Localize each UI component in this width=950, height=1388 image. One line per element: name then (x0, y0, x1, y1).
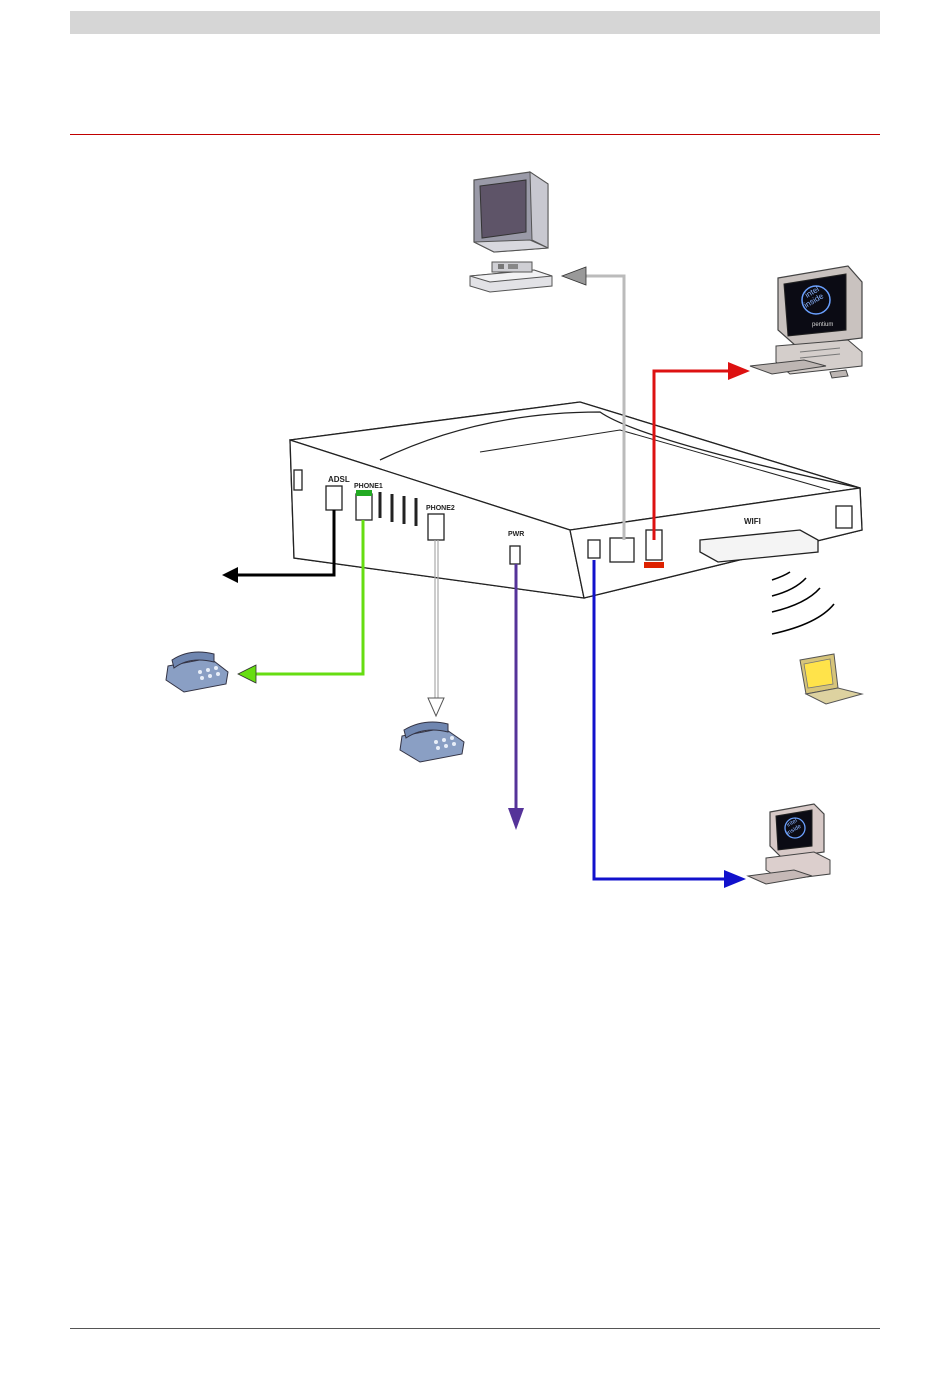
set-top-box-icon (470, 262, 552, 292)
connection-ethernet-pc (594, 560, 746, 888)
modem-illustration (290, 402, 862, 598)
usb-port-highlight (644, 562, 664, 568)
telephone-icon (166, 652, 228, 692)
port-label-pwr: PWR (508, 531, 524, 538)
desktop-pc-icon: intel inside (748, 804, 830, 884)
pc-top-brand: pentium (812, 322, 833, 328)
port-label-phone2: PHONE2 (426, 505, 455, 512)
desktop-pc-icon: intel inside pentium (750, 266, 862, 378)
port-label-wifi: WIFI (744, 517, 761, 526)
tv-icon (474, 172, 548, 252)
connection-power (508, 564, 524, 830)
port-label-adsl: ADSL (328, 475, 350, 484)
port-label-phone1: PHONE1 (354, 483, 383, 490)
laptop-icon (800, 654, 862, 704)
phone1-port-highlight (356, 490, 372, 496)
telephone-icon (400, 722, 464, 762)
wifi-waves-icon (772, 572, 834, 634)
